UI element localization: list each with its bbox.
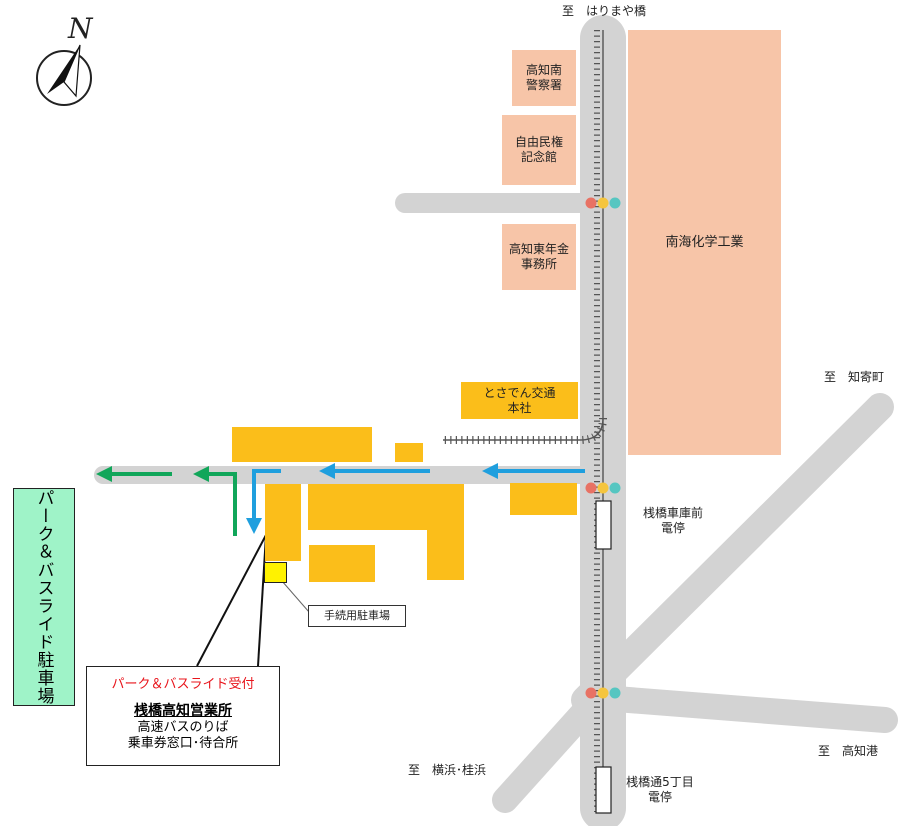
building-label: 高知東年金 事務所: [508, 242, 569, 271]
road-to-southwest: [492, 687, 608, 813]
reception-title: パーク＆バスライド受付: [111, 677, 255, 692]
procedure-parking-spot: [264, 562, 287, 583]
building-block: [510, 483, 577, 515]
direction-north: 至 はりまや橋: [562, 4, 647, 18]
arrow-turn-down-icon: [246, 469, 281, 534]
building-label: 高知南 警察署: [525, 63, 562, 92]
tram-line: [443, 30, 607, 812]
building-tosaden-hq: とさでん交通 本社: [461, 382, 578, 419]
reception-bus-stop: 高速バスのりば: [137, 720, 229, 735]
north-arrow-icon: [36, 44, 92, 106]
park-ride-parking-lot: パーク＆バスライド駐車場: [13, 488, 75, 706]
building-nankai-chemical: 南海化学工業: [628, 30, 781, 455]
reception-info-box: パーク＆バスライド受付 桟橋高知営業所 高速バスのりば 乗車券窓口･待合所: [86, 666, 280, 766]
building-label: 自由民権 記念館: [514, 135, 563, 164]
arrow-turn-left-icon: [193, 466, 237, 536]
building-block: [427, 484, 464, 580]
direction-northeast: 至 知寄町: [824, 370, 885, 384]
building-label: 南海化学工業: [665, 235, 744, 250]
tram-stop-platform: [595, 766, 612, 814]
road-to-southeast: [577, 684, 898, 733]
direction-southwest: 至 横浜･桂浜: [408, 763, 487, 777]
diagonal-road-ne: [571, 393, 894, 714]
tram-stop-sanbashi-5: 桟橋通5丁目 電停: [626, 775, 694, 804]
building-block: [232, 427, 372, 462]
procedure-parking-label: 手続用駐車場: [308, 605, 406, 627]
building-pension-office: 高知東年金 事務所: [502, 224, 576, 290]
blue-route-arrows: [246, 463, 585, 534]
traffic-light-icon: [585, 687, 621, 699]
reception-ticket-counter: 乗車券窓口･待合所: [127, 736, 239, 751]
tram-stop-sanbashi-depot: 桟橋車庫前 電停: [642, 506, 703, 535]
building-block: [265, 484, 301, 561]
park-ride-lot-label: パーク＆バスライド駐車場: [33, 489, 54, 705]
building-block: [309, 545, 375, 582]
building-police-station: 高知南 警察署: [512, 50, 576, 106]
tram-stop-platform: [595, 500, 612, 550]
traffic-light-icon: [585, 197, 621, 209]
reception-office-name: 桟橋高知営業所: [134, 703, 232, 719]
compass-north-label: N: [68, 12, 93, 45]
building-label: とさでん交通 本社: [483, 385, 556, 415]
building-museum: 自由民権 記念館: [502, 115, 576, 185]
building-block: [395, 443, 423, 462]
direction-southeast: 至 高知港: [818, 744, 879, 758]
green-route-arrows: [96, 466, 237, 536]
traffic-light-icon: [585, 482, 621, 494]
